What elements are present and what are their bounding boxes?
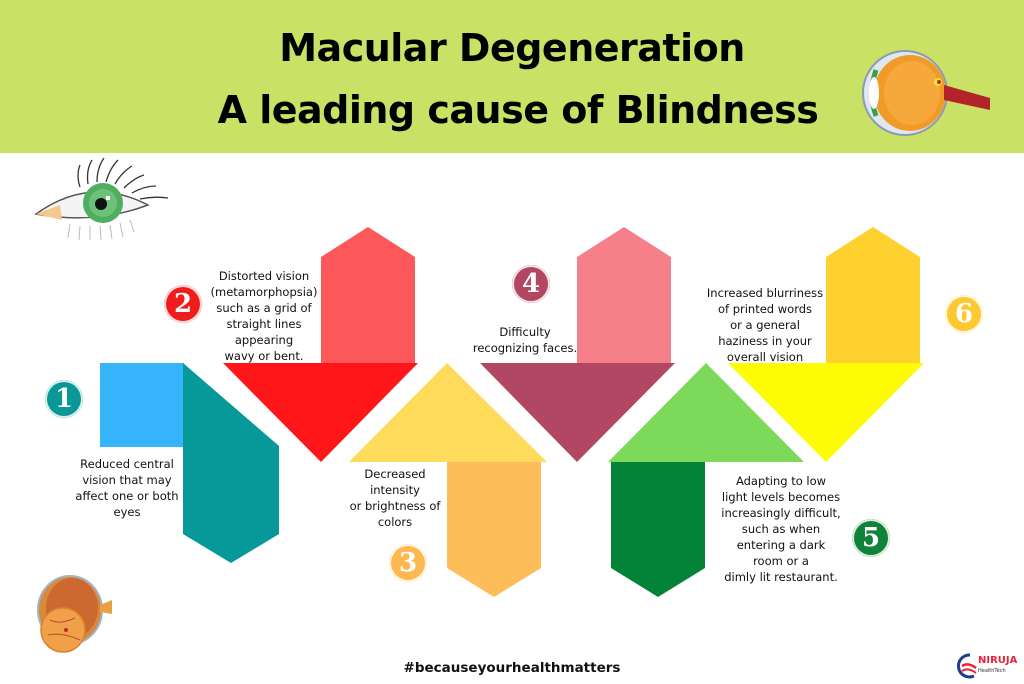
step-4-badge: 4 xyxy=(512,265,550,303)
symptom-3-bottom-block xyxy=(447,462,541,597)
symptom-2-shape xyxy=(223,227,418,462)
symptom-6-description: Increased blurriness of printed words or… xyxy=(706,286,824,364)
symptom-5-bottom-block xyxy=(611,462,705,597)
symptom-5-shape xyxy=(608,363,804,597)
symptom-3-shape xyxy=(349,363,547,597)
symptom-2-bottom-block xyxy=(223,363,418,462)
symptom-1-bottom-block xyxy=(183,363,279,563)
symptom-5-description: Adapting to low light levels becomes inc… xyxy=(721,474,841,584)
symptom-4-bottom-block xyxy=(480,363,675,462)
step-3-badge: 3 xyxy=(389,544,427,582)
symptom-5-top-block xyxy=(608,363,804,462)
eyeball-anatomy-icon xyxy=(862,50,990,136)
symptom-2-description: Distorted vision (metamorphopsia) such a… xyxy=(210,269,318,363)
niruja-logo: NIRUJA HealthTech xyxy=(956,652,1022,680)
title-line-2: A leading cause of Blindness xyxy=(217,88,819,132)
retina-anatomy-icon xyxy=(37,575,112,653)
step-1-number: 1 xyxy=(54,384,74,414)
step-1-badge: 1 xyxy=(45,380,83,418)
title-line-1: Macular Degeneration xyxy=(279,26,745,70)
step-2-number: 2 xyxy=(173,289,193,319)
hashtag: #becauseyourhealthmatters xyxy=(403,660,621,676)
symptom-6-bottom-block xyxy=(728,363,924,462)
symptom-2-top-block xyxy=(321,227,415,363)
step-5-badge: 5 xyxy=(852,519,890,557)
symptom-4-description: Difficulty recognizing faces. xyxy=(472,325,578,355)
header-banner: Macular Degeneration A leading cause of … xyxy=(0,0,1024,153)
symptom-1-description: Reduced central vision that may affect o… xyxy=(75,457,179,519)
symptom-4-shape xyxy=(480,227,675,462)
step-4-number: 4 xyxy=(521,269,541,299)
logo-subtitle: HealthTech xyxy=(978,668,1006,674)
symptom-4-top-block xyxy=(577,227,671,363)
symptom-6-shape xyxy=(728,227,924,462)
symptom-1-shape xyxy=(100,363,279,563)
green-eye-icon xyxy=(34,157,169,241)
logo-name: NIRUJA xyxy=(978,655,1018,666)
step-6-number: 6 xyxy=(954,299,974,329)
step-5-number: 5 xyxy=(861,523,881,553)
step-3-number: 3 xyxy=(398,548,418,578)
niruja-logo-icon xyxy=(956,653,977,679)
symptom-1-top-block xyxy=(100,363,184,447)
symptom-6-top-block xyxy=(826,227,920,363)
symptom-3-description: Decreased intensity or brightness of col… xyxy=(349,467,441,529)
step-2-badge: 2 xyxy=(164,285,202,323)
symptom-3-top-block xyxy=(349,363,547,462)
step-6-badge: 6 xyxy=(945,295,983,333)
